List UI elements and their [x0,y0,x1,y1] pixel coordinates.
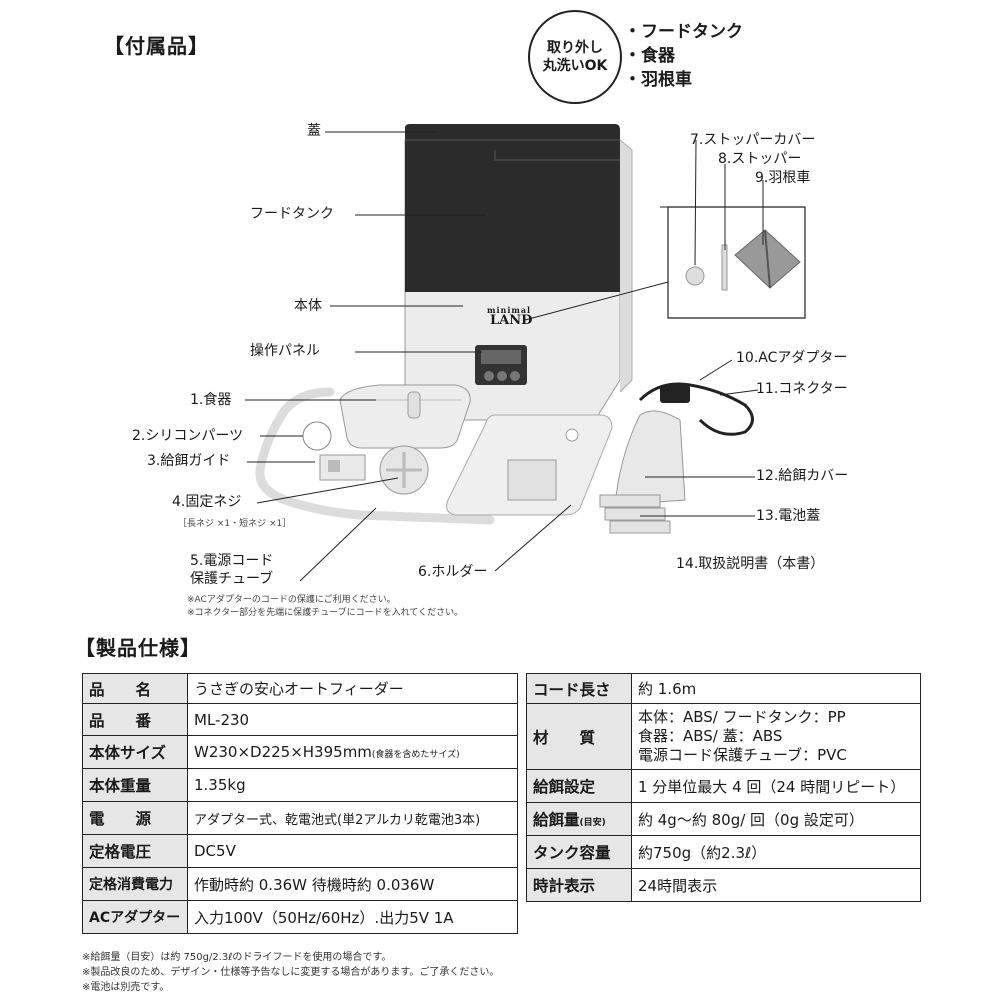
washable-badge-line2: 丸洗いOK [542,58,608,74]
label-manual: 14.取扱説明書（本書） [676,556,825,572]
spec-key: 時計表示 [526,868,632,902]
table-row: 時計表示 24時間表示 [526,868,921,902]
spec-value: 約 1.6m [631,673,921,704]
spec-table-right: コード長さ 約 1.6m 材 質 本体：ABS/ フードタンク：PP 食器：AB… [526,673,921,902]
impeller-illustration [734,229,801,289]
label-battery-cover: 13.電池蓋 [756,508,821,524]
spec-key: 本体サイズ [82,735,188,769]
spec-value: 24時間表示 [631,868,921,902]
feeder-illustration [404,124,633,421]
spec-value-line: 本体：ABS/ フードタンク：PP [638,708,846,726]
label-bowl: 1.食器 [190,392,232,408]
label-stopper-cover: 7.ストッパーカバー [690,132,816,148]
spec-key: 品 名 [82,673,188,704]
spec-key: 電 源 [82,801,188,835]
battery-cover-illustration [599,494,671,534]
spec-key-note: (目安) [579,818,606,828]
spec-value: 作動時約 0.36W 待機時約 0.036W [187,867,518,901]
spec-key: 品 番 [82,703,188,736]
specs-heading: 【製品仕様】 [75,636,201,660]
washable-item: ・フードタンク [624,22,743,42]
label-feeding-guide: 3.給餌ガイド [147,453,231,469]
label-food-tank: フードタンク [250,206,334,222]
spec-key: 定格消費電力 [82,867,188,901]
feeding-guide-illustration [319,454,366,481]
table-row: ACアダプター 入力100V（50Hz/60Hz）.出力5V 1A [82,900,518,934]
spec-value: 約750g（約2.3ℓ） [631,835,921,869]
spec-value: 入力100V（50Hz/60Hz）.出力5V 1A [187,900,518,934]
label-cord-tube-1: 5.電源コード [190,553,274,569]
table-row: 給餌量(目安) 約 4g〜約 80g/ 回（0g 設定可） [526,802,921,836]
product-diagram [245,124,806,582]
label-feeding-cover: 12.給餌カバー [756,468,849,484]
spec-value: うさぎの安心オートフィーダー [187,673,518,704]
spec-key: コード長さ [526,673,632,704]
label-stopper: 8.ストッパー [718,151,802,167]
logo-big: LAND [490,313,533,328]
label-silicone: 2.シリコンパーツ [132,428,244,444]
spec-key: ACアダプター [82,900,188,934]
spec-value-line: 電源コード保護チューブ：PVC [638,746,847,764]
spec-value: アダプター式、乾電池式(単2アルカリ乾電池3本) [187,801,518,835]
label-cord-tube-2: 保護チューブ [190,571,274,587]
table-row: 品 番 ML-230 [82,703,518,736]
spec-value: DC5V [187,834,518,868]
spec-key-cell: 給餌量(目安) [526,802,632,836]
table-row: コード長さ 約 1.6m [526,673,921,704]
spec-footnotes: ※給餌量（目安）は約 750g/2.3ℓのドライフードを使用の場合です。 ※製品… [82,948,499,993]
footnote: ※電池は別売です。 [82,982,170,993]
spec-key: 給餌量 [533,811,580,829]
washable-badge-line1: 取り外し [547,40,603,56]
logo-small: minimal [487,305,532,315]
spec-key: タンク容量 [526,835,632,869]
label-impeller: 9.羽根車 [755,170,811,186]
ac-adapter-illustration [638,382,754,436]
table-row: 品 名 うさぎの安心オートフィーダー [82,673,518,704]
table-row: 本体重量 1.35kg [82,768,518,802]
spec-key: 定格電圧 [82,834,188,868]
bowl-illustration [339,384,471,449]
screw-illustration [379,445,429,495]
table-row: 定格電圧 DC5V [82,834,518,868]
holder-illustration [446,414,613,516]
label-fixing-screw-note: ［長ネジ ×1・短ネジ ×1］ [178,519,292,529]
footnote: ※給餌量（目安）は約 750g/2.3ℓのドライフードを使用の場合です。 [82,952,392,963]
label-holder: 6.ホルダー [418,564,488,580]
table-row: 電 源 アダプター式、乾電池式(単2アルカリ乾電池3本) [82,801,518,835]
leader-lines [245,131,764,582]
spec-value-line: 食器：ABS/ 蓋：ABS [638,727,783,745]
washable-item: ・羽根車 [624,70,692,90]
label-ac-adapter: 10.ACアダプター [736,350,848,366]
diagram-note: ※ACアダプターのコードの保護にご利用ください。 [187,595,396,605]
spec-key: 材 質 [526,703,632,770]
spec-value: W230×D225×H395mm [194,743,372,761]
label-control-panel: 操作パネル [250,343,320,359]
diagram-note: ※コネクター部分を先端に保護チューブにコードを入れてください。 [187,608,464,618]
washable-badge: 取り外し 丸洗いOK [528,10,622,104]
spec-value: 1.35kg [187,768,518,802]
accessories-heading: 【付属品】 [104,34,209,58]
washable-item: ・食器 [624,46,675,66]
spec-value: 1 分単位最大 4 回（24 時間リピート） [631,769,921,803]
spec-key: 本体重量 [82,768,188,802]
spec-value-cell: 本体：ABS/ フードタンク：PP 食器：ABS/ 蓋：ABS 電源コード保護チ… [631,703,921,770]
spec-key: 給餌設定 [526,769,632,803]
table-row: 材 質 本体：ABS/ フードタンク：PP 食器：ABS/ 蓋：ABS 電源コー… [526,703,921,770]
table-row: 定格消費電力 作動時約 0.36W 待機時約 0.036W [82,867,518,901]
stopper-illustration [685,244,728,291]
table-row: 給餌設定 1 分単位最大 4 回（24 時間リピート） [526,769,921,803]
label-body: 本体 [294,298,322,314]
footnote: ※製品改良のため、デザイン・仕様等予告なしに変更する場合があります。ご了承くださ… [82,967,500,978]
label-fixing-screw: 4.固定ネジ [172,494,242,510]
spec-value-note: (食器を含めたサイズ) [371,750,460,760]
spec-value-cell: W230×D225×H395mm(食器を含めたサイズ) [187,735,518,769]
table-row: タンク容量 約750g（約2.3ℓ） [526,835,921,869]
label-lid: 蓋 [307,123,321,139]
label-connector: 11.コネクター [756,381,848,397]
washable-items: ・フードタンク ・食器 ・羽根車 [624,20,743,92]
spec-value: 約 4g〜約 80g/ 回（0g 設定可） [631,802,921,836]
table-row: 本体サイズ W230×D225×H395mm(食器を含めたサイズ) [82,735,518,769]
spec-value: ML-230 [187,703,518,736]
spec-table-left: 品 名 うさぎの安心オートフィーダー 品 番 ML-230 本体サイズ W230… [82,673,518,934]
